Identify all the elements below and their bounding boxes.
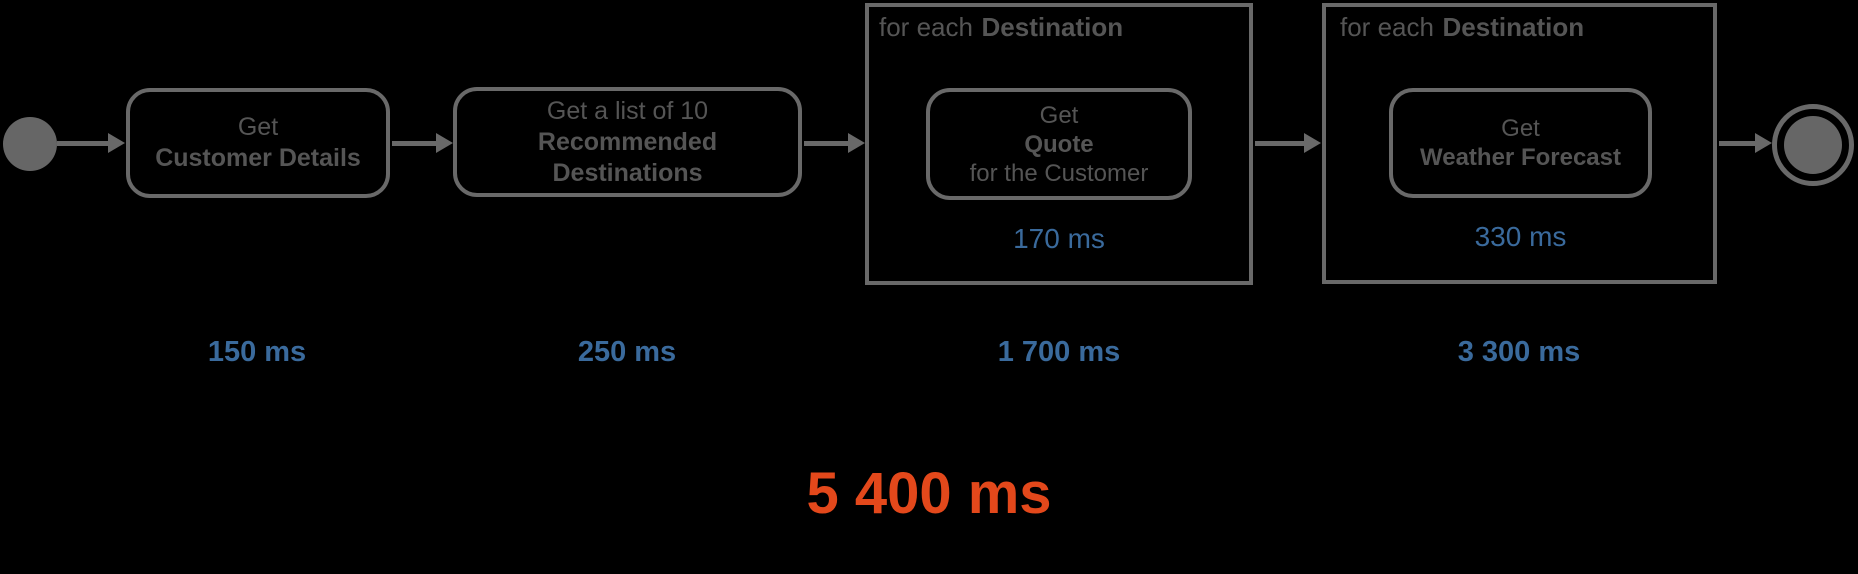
action-text-regular: Get a list of 10 [546, 96, 709, 125]
action-text-regular: Get [1039, 101, 1079, 129]
loop-container-get-quote [865, 3, 1253, 285]
step-duration-label: 1 700 ms [997, 336, 1121, 368]
loop-label: for each Destination [1340, 12, 1584, 43]
loop-label-regular: for each [879, 12, 973, 42]
step-duration-label: 250 ms [577, 336, 677, 368]
loop-label-regular: for each [1340, 12, 1434, 42]
end-node-icon [1772, 104, 1854, 186]
flow-arrow-loop2-to-end [1719, 133, 1772, 153]
action-text-regular: Get [237, 113, 279, 141]
action-box-get-recommended-destinations: Get a list of 10 Recommended Destination… [453, 87, 802, 197]
flow-arrow-start-to-step1 [57, 133, 125, 153]
action-text-regular: for the Customer [969, 159, 1149, 187]
flow-arrow-step1-to-step2 [392, 133, 453, 153]
per-call-duration-label: 330 ms [1474, 221, 1567, 252]
action-text-bold: Recommended Destinations [537, 127, 718, 187]
end-node-inner-fill [1784, 116, 1842, 174]
step-duration-label: 3 300 ms [1457, 336, 1581, 368]
flow-arrow-step2-to-loop1 [804, 133, 865, 153]
per-call-duration-label: 170 ms [1013, 223, 1105, 254]
action-text-bold: Weather Forecast [1420, 144, 1621, 171]
loop-container-get-weather-forecast [1322, 3, 1717, 284]
action-text-bold: Customer Details [155, 144, 361, 172]
loop-label-bold: Destination [981, 12, 1124, 42]
action-box-get-weather-forecast: Get Weather Forecast [1389, 88, 1652, 198]
flow-arrow-loop1-to-loop2 [1255, 133, 1321, 153]
action-text-regular: Get [1501, 115, 1540, 142]
action-text-bold: Quote [1024, 130, 1094, 158]
start-node-icon [3, 117, 57, 171]
loop-label-bold: Destination [1442, 12, 1585, 42]
total-duration-label: 5 400 ms [806, 461, 1052, 526]
loop-label: for each Destination [879, 12, 1123, 43]
action-box-get-customer-details: Get Customer Details [126, 88, 390, 198]
action-box-get-quote: Get Quote for the Customer [926, 88, 1192, 200]
step-duration-label: 150 ms [207, 336, 307, 368]
